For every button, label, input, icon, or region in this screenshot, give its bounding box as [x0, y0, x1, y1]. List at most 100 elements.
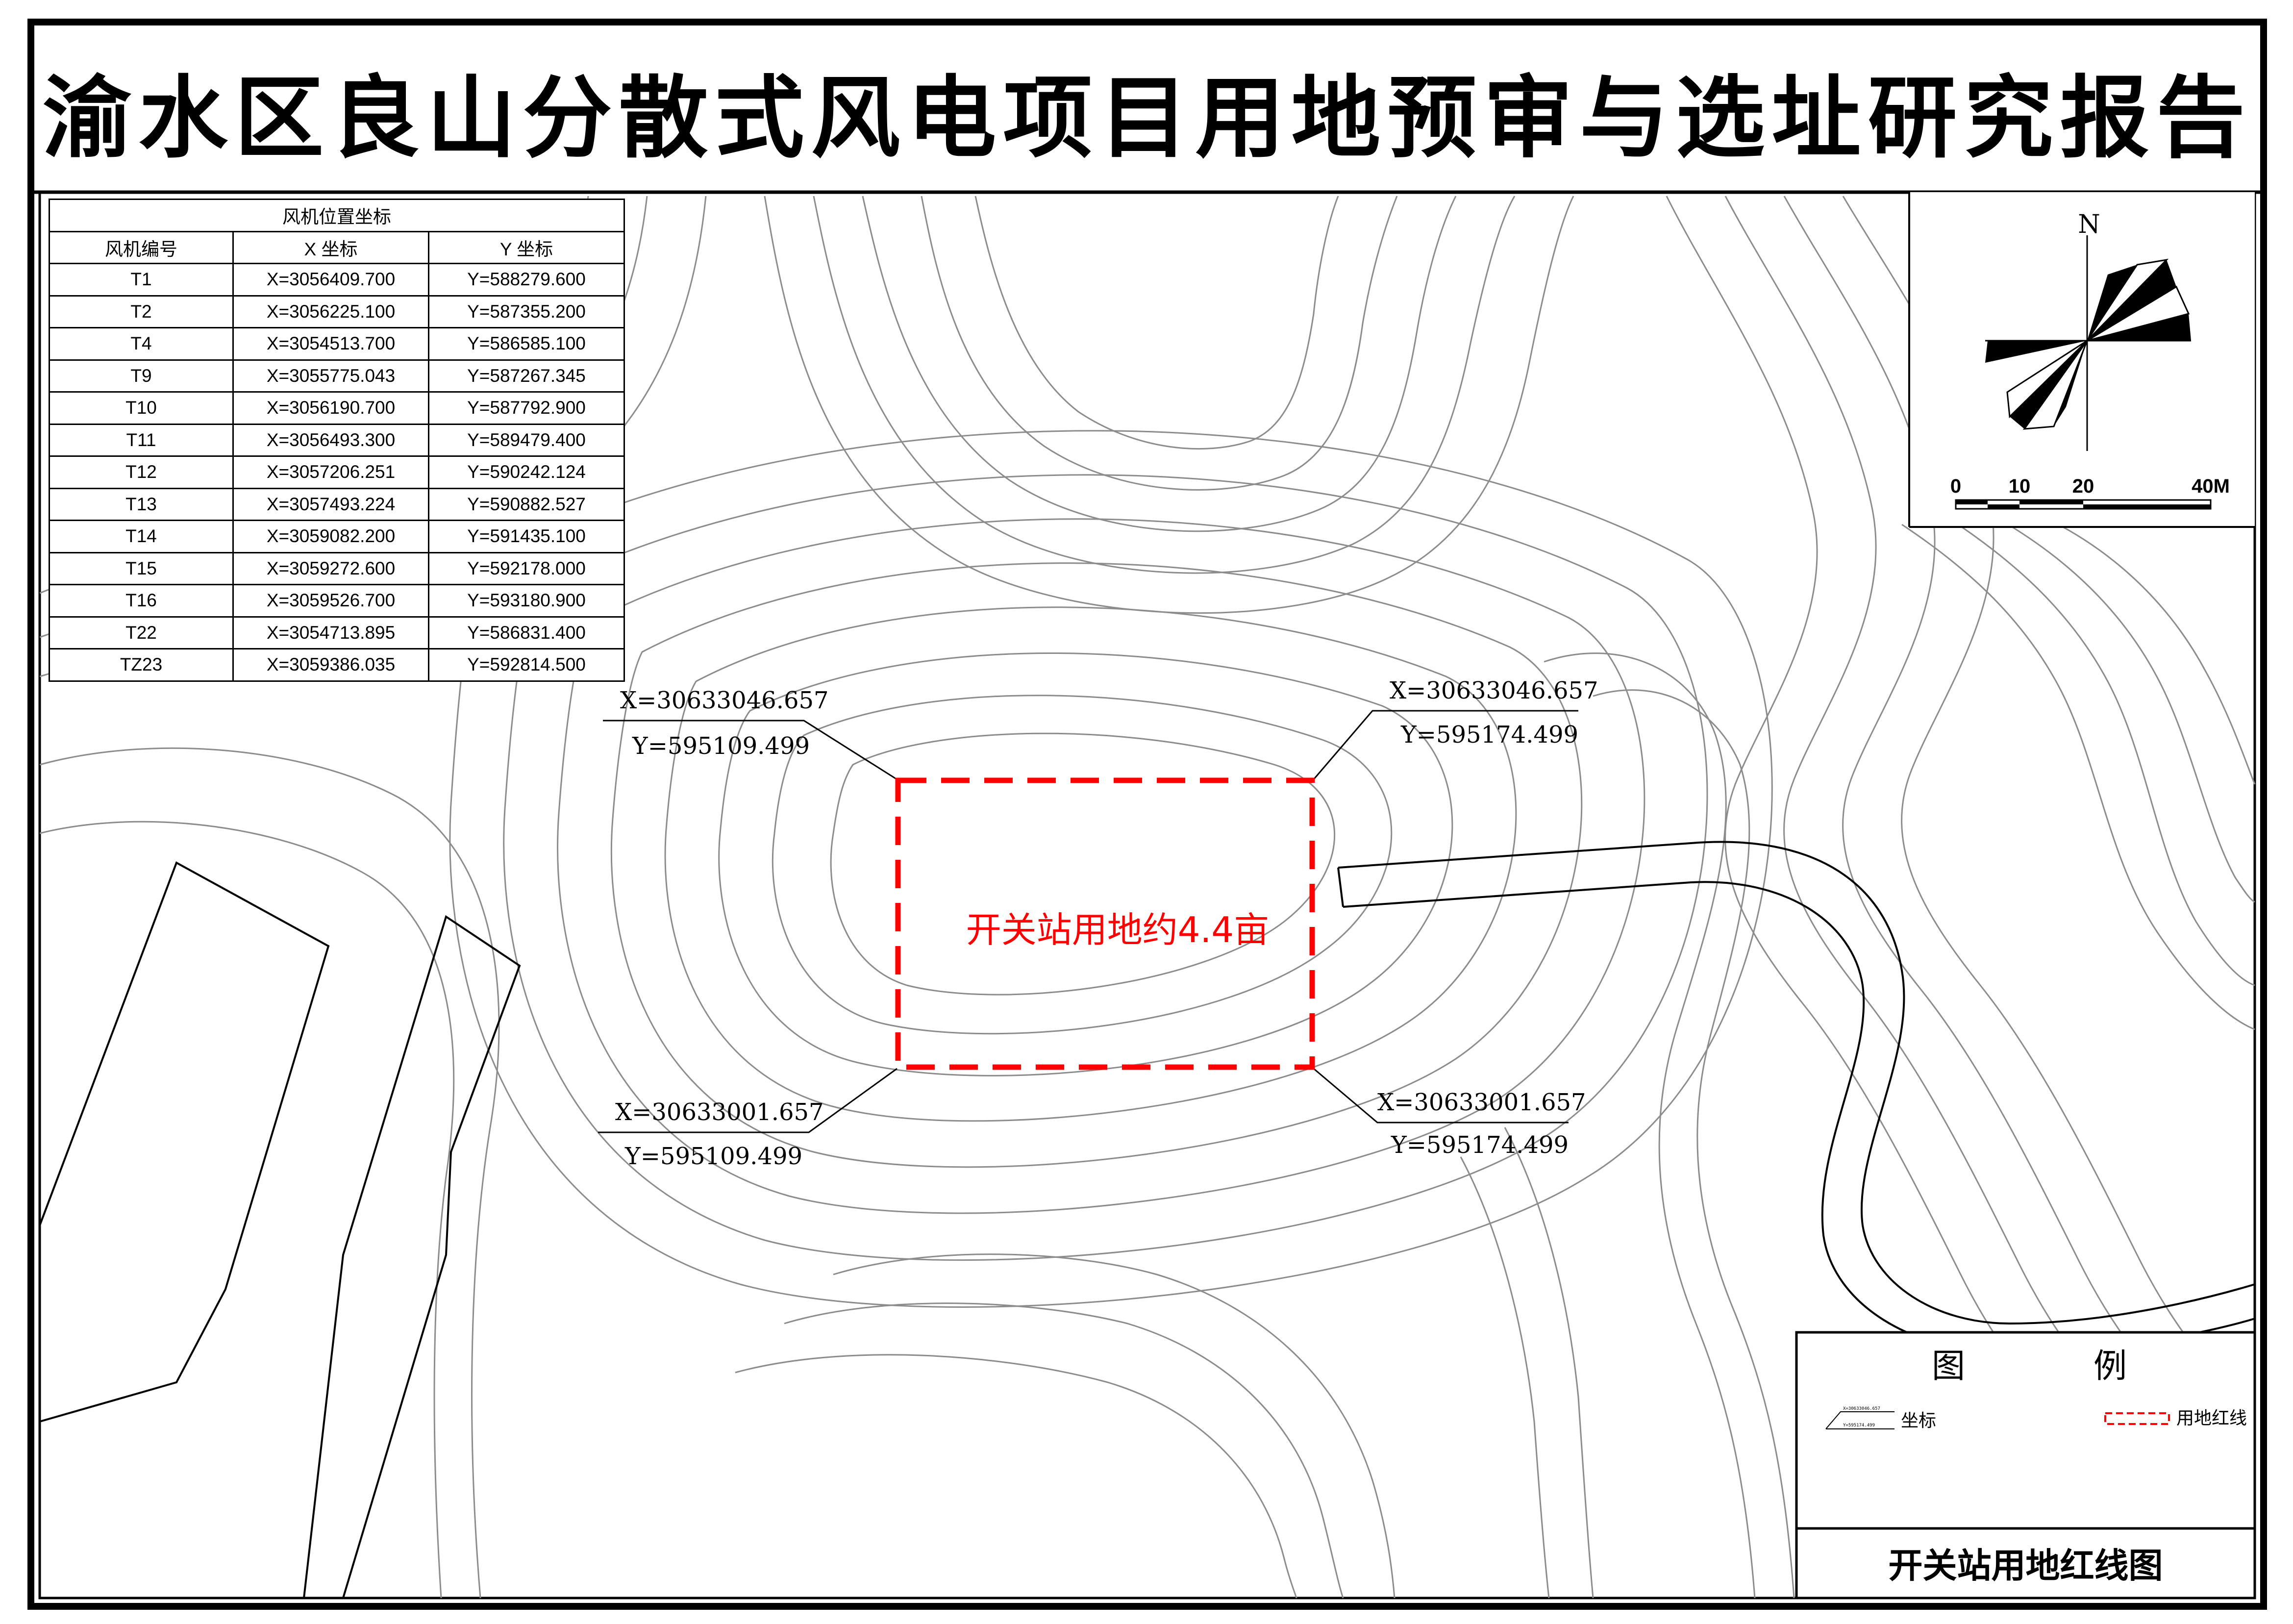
- table-cell: Y=589479.400: [428, 423, 625, 457]
- table-cell: X=3059386.035: [232, 648, 429, 682]
- contour-line: [39, 747, 500, 1599]
- table-cell: Y=591435.100: [428, 520, 625, 553]
- scale-label: 0: [1950, 475, 1961, 497]
- legend-red-line-symbol: [2104, 1412, 2170, 1425]
- table-cell: X=3059272.600: [232, 551, 429, 585]
- table-cell: X=3057206.251: [232, 455, 429, 489]
- table-cell: Y=586831.400: [428, 616, 625, 650]
- report-title-bar: 渝水区良山分散式风电项目用地预审与选址研究报告: [40, 30, 2255, 191]
- contour-line: [610, 562, 1583, 1168]
- table-cell: Y=592814.500: [428, 648, 625, 682]
- table-cell: Y=590882.527: [428, 487, 625, 521]
- table-cell: Y=588279.600: [428, 263, 625, 297]
- north-arrow-icon: [1985, 235, 2191, 451]
- svg-text:Y=595174.499: Y=595174.499: [1843, 1423, 1875, 1428]
- table-cell: T16: [49, 584, 234, 618]
- map-inner-frame: [38, 191, 2256, 1599]
- contour-line: [772, 695, 1393, 1035]
- contour-line: [1544, 652, 1756, 1599]
- table-cell: X=3056409.700: [232, 263, 429, 297]
- contour-line: [784, 1302, 1344, 1599]
- table-cell: T11: [49, 423, 234, 457]
- table-cell: Y=587792.900: [428, 391, 625, 425]
- contour-line: [39, 821, 455, 1599]
- coord-top-left-x: X=30633046.657: [620, 687, 829, 714]
- road-line: [1338, 841, 2255, 1325]
- table-cell: X=3056225.100: [232, 295, 429, 328]
- scale-bar: [1955, 499, 2212, 510]
- contour-line: [664, 606, 1517, 1122]
- table-cell: X=3059082.200: [232, 520, 429, 553]
- drawing-caption: 开关站用地红线图: [1888, 1545, 2163, 1586]
- coord-bottom-right-y: Y=595174.499: [1391, 1131, 1569, 1159]
- contour-line: [718, 652, 1453, 1076]
- road-line: [1343, 881, 2255, 1354]
- table-cell: Y=587355.200: [428, 295, 625, 328]
- table-cell: X=3054713.895: [232, 616, 429, 650]
- table-cell: Y=587267.345: [428, 359, 625, 393]
- table-cell: T10: [49, 391, 234, 425]
- table-cell: T9: [49, 359, 234, 393]
- table-cell: Y=592178.000: [428, 551, 625, 585]
- north-label: N: [2078, 210, 2100, 239]
- legend-red-line-label: 用地红线: [2176, 1408, 2247, 1428]
- coord-top-right-y: Y=595174.499: [1400, 721, 1578, 749]
- svg-text:X=30633046.657: X=30633046.657: [1843, 1406, 1880, 1411]
- contour-line: [1460, 1156, 1550, 1599]
- table-cell: T15: [49, 551, 234, 585]
- legend-coord-label: 坐标: [1901, 1411, 1936, 1431]
- coord-top-right-x: X=30633046.657: [1390, 677, 1598, 704]
- contour-line: [862, 196, 1457, 532]
- coord-bottom-left-y: Y=595109.499: [624, 1143, 802, 1170]
- leader-top-right: [1313, 710, 1578, 780]
- contour-line: [833, 1253, 1396, 1599]
- column-header: 风机编号: [49, 230, 234, 264]
- contour-line: [830, 732, 1336, 996]
- contour-line: [735, 1354, 1297, 1599]
- contour-line: [1999, 519, 2255, 903]
- table-cell: T2: [49, 295, 234, 328]
- contour-line: [1504, 1127, 1594, 1599]
- table-cell: X=3054513.700: [232, 327, 429, 361]
- north-scale-panel: N 0 10 20 40M: [1908, 192, 2255, 528]
- contour-line: [1724, 196, 2109, 1393]
- contour-line: [1593, 689, 1795, 1599]
- table-header-row: 风机编号 X 坐标 Y 坐标: [49, 230, 625, 264]
- contour-line: [2048, 519, 2256, 785]
- road-line: [1337, 867, 1344, 907]
- scale-label: 20: [2072, 475, 2094, 497]
- table-cell: TZ23: [49, 648, 234, 682]
- table-cell: X=3055775.043: [232, 359, 429, 393]
- scale-label: 10: [2009, 475, 2031, 497]
- contour-line: [1666, 196, 2050, 1403]
- contour-line: [1901, 524, 2255, 1030]
- legend-panel: 图 例 X=30633046.657 Y=595174.499 坐标 用地红线: [1795, 1331, 2256, 1599]
- road-lines: [39, 841, 2255, 1599]
- site-red-boundary: [895, 777, 1315, 1070]
- scale-label: 40M: [2192, 475, 2230, 497]
- table-cell: Y=586585.100: [428, 327, 625, 361]
- contour-line: [557, 518, 1645, 1214]
- table-cell: X=3056493.300: [232, 423, 429, 457]
- table-cell: X=3056190.700: [232, 391, 429, 425]
- contour-line: [921, 196, 1398, 491]
- contour-line: [1783, 196, 2168, 1388]
- building-outline: [303, 915, 521, 1599]
- leader-bottom-right: [1313, 1068, 1569, 1124]
- legend-title-left: 图: [1932, 1347, 1965, 1386]
- table-cell: T1: [49, 263, 234, 297]
- table-cell: X=3059526.700: [232, 584, 429, 618]
- site-area-label: 开关站用地约4.4亩: [966, 909, 1270, 950]
- contour-line: [764, 196, 1574, 614]
